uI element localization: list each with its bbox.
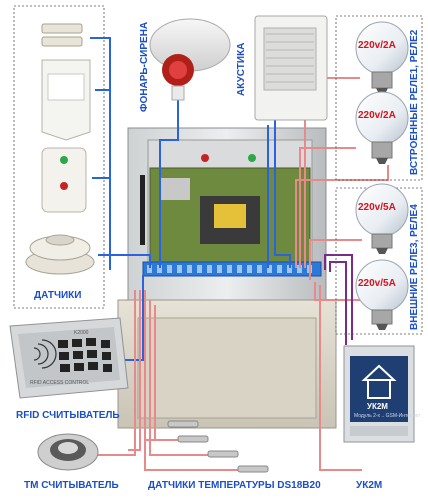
bulb-4 bbox=[355, 259, 409, 330]
bulbs bbox=[355, 21, 409, 330]
rfid-brand: K2000 bbox=[74, 330, 89, 336]
uk2m-label: УК2М bbox=[356, 480, 383, 491]
speaker-label: АКУСТИКА bbox=[236, 42, 247, 96]
rfid-reader-device bbox=[9, 317, 129, 399]
bulb-2 bbox=[355, 91, 409, 164]
led-red bbox=[201, 154, 209, 162]
rfid-caption: RFID ACCESS CONTROL bbox=[30, 380, 90, 386]
wires bbox=[90, 37, 389, 471]
group-frames bbox=[13, 5, 423, 335]
uk2m-module bbox=[343, 345, 415, 443]
builtin-relays-label: ВСТРОЕННЫЕ РЕЛЕ1, РЕЛЕ2 bbox=[409, 29, 420, 175]
controller-board bbox=[140, 154, 322, 277]
builtin-relays-frame bbox=[335, 15, 423, 181]
temp-sensors-label: ДАТЧИКИ ТЕМПЕРАТУРЫ DS18B20 bbox=[148, 480, 321, 491]
bulb-1-rating: 220v/2A bbox=[358, 40, 396, 51]
sensor-devices bbox=[25, 23, 95, 275]
bulb-2-rating: 220v/2A bbox=[358, 110, 396, 121]
antenna bbox=[140, 175, 145, 245]
tm-reader-label: ТМ СЧИТЫВАТЕЛЬ bbox=[24, 480, 119, 491]
motion-sensor bbox=[41, 59, 91, 141]
sensors-label: ДАТЧИКИ bbox=[34, 290, 82, 301]
bulb-3 bbox=[355, 183, 409, 254]
siren-label: ФОНАРЬ-СИРЕНА bbox=[139, 21, 150, 112]
uk2m-module-subtitle: Модуль 2-х .. GSM-Интернет bbox=[354, 413, 421, 419]
bulb-4-rating: 220v/5A bbox=[358, 278, 396, 289]
external-relays-label: ВНЕШНИЕ РЕЛЕ3, РЕЛЕ4 bbox=[409, 204, 420, 330]
bulb-3-rating: 220v/5A bbox=[358, 202, 396, 213]
sensors-frame bbox=[13, 5, 105, 309]
bulb-1 bbox=[355, 21, 409, 94]
uk2m-module-title: УК2М bbox=[367, 402, 388, 411]
smoke-detector bbox=[25, 234, 95, 275]
door-contact-sensor bbox=[41, 23, 83, 47]
speaker-device bbox=[254, 15, 328, 121]
siren-device bbox=[149, 18, 231, 101]
glass-break-sensor bbox=[41, 147, 87, 213]
temp-sensor-probes bbox=[167, 420, 269, 473]
tm-reader-device bbox=[37, 433, 99, 471]
led-green bbox=[248, 154, 256, 162]
rfid-reader-label: RFID СЧИТЫВАТЕЛЬ bbox=[16, 410, 120, 421]
